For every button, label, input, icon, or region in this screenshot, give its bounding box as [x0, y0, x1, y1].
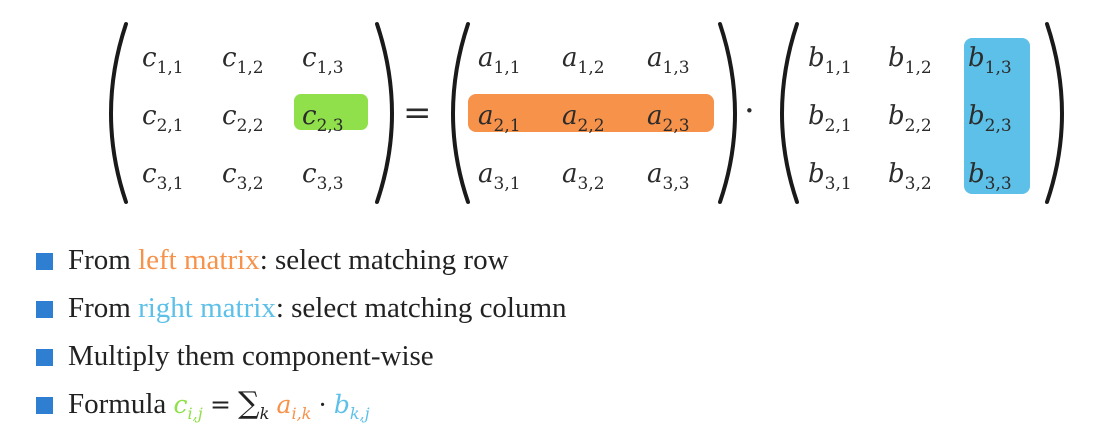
highlight-b-column-3: [964, 38, 1030, 194]
highlight-a-row-2: [468, 94, 714, 132]
matrix-a-cell-2-3: a2,3: [647, 101, 690, 136]
formula-b-term: bk,j: [333, 390, 370, 423]
left-paren-c: [109, 22, 128, 204]
matrix-b-cell-3-3: b3,3: [968, 159, 1012, 194]
matrix-c-cell-1-2: c1,2: [222, 43, 264, 78]
matrix-c-cell-2-1: c2,1: [142, 101, 184, 136]
matrix-b-cell-1-3: b1,3: [968, 43, 1012, 78]
matrix-b-cell-2-3: b2,3: [968, 101, 1012, 136]
matrix-a-cell-1-1: a1,1: [478, 43, 521, 78]
formula-label: Formula: [68, 388, 167, 420]
matrix-equation: = · c1,1 c1,2 c1,3 c2,1 c2,2 c2,3 c3,1 c3,2 c3,3…: [109, 22, 1064, 204]
left-matrix-highlight: left matrix: [138, 244, 260, 276]
matrix-c-cell-2-2: c2,2: [222, 101, 264, 136]
bullet-square-icon: [36, 253, 53, 270]
matrix-b-cell-3-2: b3,2: [888, 159, 932, 194]
bullet-right-matrix: From right matrix: select matching colum…: [36, 284, 567, 332]
matrix-c-cell-2-3: c2,3: [302, 101, 344, 136]
bullet-square-icon: [36, 301, 53, 318]
matrix-a-cell-3-2: a3,2: [562, 159, 605, 194]
formula-dot: ·: [318, 390, 327, 419]
matrix-a-cell-1-2: a1,2: [562, 43, 605, 78]
formula-equals: =: [209, 390, 231, 419]
formula-a-term: ai,k: [276, 390, 312, 423]
matrix-c-cell-1-3: c1,3: [302, 43, 344, 78]
bullet-list: From left matrix: select matching row Fr…: [36, 236, 567, 428]
left-paren-b: [780, 22, 799, 204]
bullet-multiply: Multiply them component-wise: [36, 332, 567, 380]
right-paren-a: [718, 22, 737, 204]
matrix-a-cell-1-3: a1,3: [647, 43, 690, 78]
matrix-c-cell-3-2: c3,2: [222, 159, 264, 194]
bullet-formula: Formula ci,j = ∑k ai,k · bk,j: [36, 380, 567, 428]
equals-sign: =: [403, 93, 432, 133]
right-matrix-highlight: right matrix: [138, 292, 276, 324]
matrix-c-cell-3-1: c3,1: [142, 159, 184, 194]
bullet-left-matrix: From left matrix: select matching row: [36, 236, 567, 284]
left-paren-a: [451, 22, 470, 204]
matrix-c-cell-3-3: c3,3: [302, 159, 344, 194]
matrix-a-cell-3-1: a3,1: [478, 159, 521, 194]
formula-lhs: ci,j: [173, 390, 203, 423]
matrix-a-cell-2-2: a2,2: [562, 101, 605, 136]
right-paren-c: [375, 22, 394, 204]
dot-operator: ·: [744, 91, 755, 131]
matrix-c-cell-1-1: c1,1: [142, 43, 184, 78]
matrix-a-cell-2-1: a2,1: [478, 101, 521, 136]
matrix-b-cell-1-1: b1,1: [808, 43, 852, 78]
right-paren-b: [1045, 22, 1064, 204]
bullet-square-icon: [36, 349, 53, 366]
matrix-b-cell-1-2: b1,2: [888, 43, 932, 78]
matrix-b-cell-3-1: b3,1: [808, 159, 852, 194]
bullet-square-icon: [36, 397, 53, 414]
formula-sum: ∑k: [238, 386, 270, 423]
matrix-b-cell-2-2: b2,2: [888, 101, 932, 136]
matrix-b-cell-2-1: b2,1: [808, 101, 852, 136]
highlight-c23: [294, 94, 368, 130]
matrix-a-cell-3-3: a3,3: [647, 159, 690, 194]
